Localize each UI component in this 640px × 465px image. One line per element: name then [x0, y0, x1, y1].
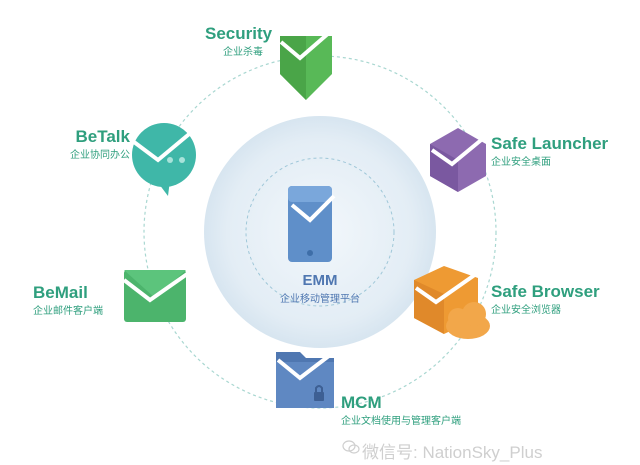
mcm-label: MCM 企业文档使用与管理客户端	[341, 394, 461, 428]
security-title: Security	[205, 24, 273, 43]
browser-title: Safe Browser	[491, 282, 600, 301]
bemail-title: BeMail	[33, 283, 88, 302]
bemail-envelope-icon	[122, 270, 192, 322]
browser-label: Safe Browser 企业安全浏览器	[491, 283, 600, 317]
launcher-subtitle: 企业安全桌面	[491, 157, 551, 168]
security-label: Security 企业杀毒	[205, 25, 272, 59]
center-title: EMM	[302, 272, 338, 289]
launcher-label: Safe Launcher 企业安全桌面	[491, 135, 608, 169]
mcm-folder-icon	[276, 350, 336, 408]
mcm-subtitle: 企业文档使用与管理客户端	[341, 416, 461, 427]
launcher-title: Safe Launcher	[491, 134, 609, 153]
bemail-label: BeMail 企业邮件客户端	[33, 284, 103, 318]
inner-ring	[245, 157, 395, 307]
wechat-icon	[342, 440, 360, 454]
security-subtitle: 企业杀毒	[223, 47, 263, 58]
mcm-title: MCM	[341, 393, 382, 412]
betalk-label: BeTalk 企业协同办公	[46, 128, 130, 162]
center-subtitle: 企业移动管理平台	[280, 294, 360, 305]
center-label: EMM 企业移动管理平台	[250, 272, 390, 306]
launcher-cube-icon	[430, 128, 488, 192]
bemail-subtitle: 企业邮件客户端	[33, 306, 103, 317]
betalk-subtitle: 企业协同办公	[70, 150, 130, 161]
security-shield-icon	[279, 30, 332, 100]
mobile-device-icon	[288, 186, 336, 262]
browser-subtitle: 企业安全浏览器	[491, 305, 561, 316]
watermark-text: 微信号: NationSky_Plus	[362, 443, 543, 462]
betalk-chat-icon	[132, 123, 196, 196]
betalk-title: BeTalk	[75, 127, 131, 146]
browser-cloud-icon	[414, 266, 490, 339]
